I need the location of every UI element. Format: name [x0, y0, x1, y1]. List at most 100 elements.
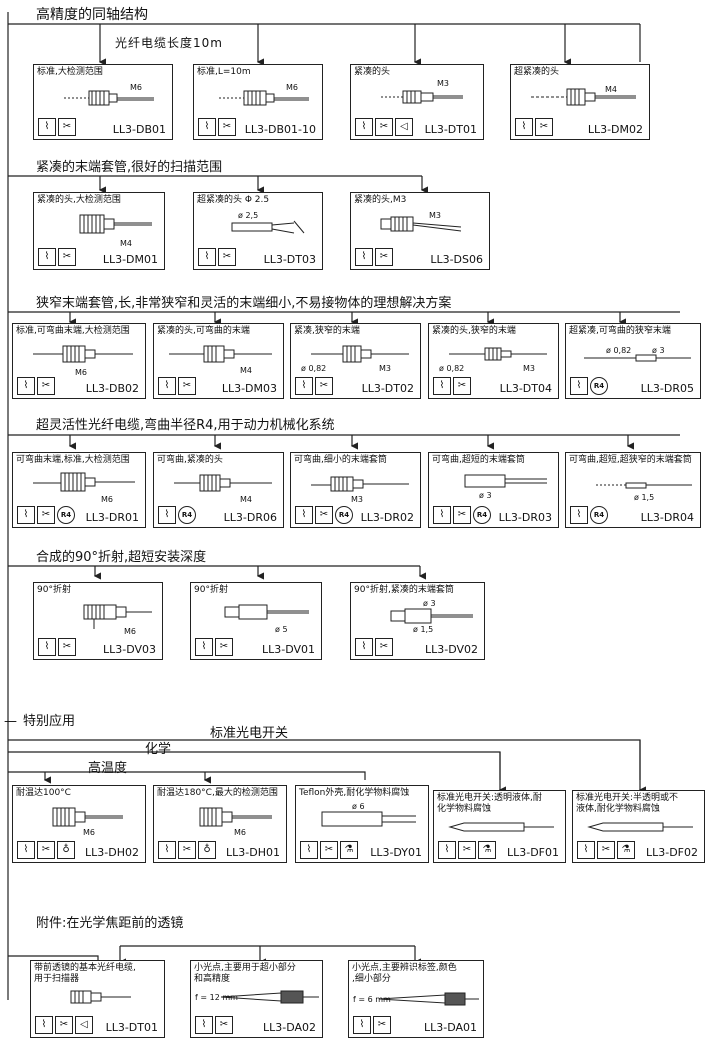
diameter-label: ø 2,5 — [238, 211, 259, 220]
cable-icon: ⌇ — [198, 248, 216, 266]
product-card-LL3-DH02[interactable]: 耐温达100°C M6 ⌇✂♁ LL3-DH02 — [12, 785, 146, 863]
sensor-drawing — [584, 354, 691, 362]
sensor-drawing — [169, 345, 272, 363]
thread-label: M6 — [83, 828, 95, 837]
product-card-LL3-DM03[interactable]: 紧凑的头,可弯曲的末端 M4 ⌇✂ LL3-DM03 — [153, 323, 284, 399]
product-card-LL3-DF01[interactable]: 标准光电开关:透明液体,耐 化学物料腐蚀 ⌇✂⚗ LL3-DF01 — [433, 790, 566, 863]
product-card-LL3-DR02[interactable]: 可弯曲,细小的末端套筒 M3 ⌇✂R4 LL3-DR02 — [290, 452, 421, 528]
product-card-LL3-DA01[interactable]: 小光点,主要辨识标签,颜色 ,细小部分 f = 6 mm ⌇✂ LL3-DA01 — [348, 960, 484, 1038]
product-card-LL3-DT04[interactable]: 紧凑的头,狭窄的末端 ø 0,82 M3 ⌇✂ LL3-DT04 — [428, 323, 559, 399]
bend-radius-r4-icon: R4 — [57, 506, 75, 524]
sensor-drawing — [464, 474, 547, 488]
cable-icon: ⌇ — [577, 841, 595, 859]
bend-radius-r4-icon: R4 — [590, 377, 608, 395]
product-card-LL3-DR03[interactable]: 可弯曲,超短的末端套筒 ø 3 ⌇✂R4 LL3-DR03 — [428, 452, 559, 528]
product-desc: 超紧凑的头 — [514, 67, 560, 77]
product-card-LL3-DR05[interactable]: 超紧凑,可弯曲的狭窄末端 ø 0,82 ø 3 ⌇R4 LL3-DR05 — [565, 323, 701, 399]
scissors-icon: ✂ — [375, 118, 393, 136]
scissors-icon: ✂ — [315, 506, 333, 524]
cable-icon: ⌇ — [438, 841, 456, 859]
product-card-LL3-DB01-10[interactable]: 标准,L=10m M6 ⌇✂ LL3-DB01-10 — [193, 64, 323, 140]
product-card-LL3-DV01[interactable]: 90°折射 ø 5 ⌇✂ LL3-DV01 — [190, 582, 322, 660]
high-temp-label: 高温度 — [88, 761, 128, 776]
thermometer-icon: ♁ — [198, 841, 216, 859]
product-code: LL3-DR03 — [498, 511, 552, 524]
cable-icon: ⌇ — [195, 1016, 213, 1034]
cable-icon: ⌇ — [355, 118, 373, 136]
cable-icon: ⌇ — [158, 841, 176, 859]
product-desc: 可弯曲,紧凑的头 — [157, 455, 223, 465]
sensor-drawing — [220, 990, 319, 1004]
product-card-LL3-DT01[interactable]: 紧凑的头 M3 ⌇✂◁ LL3-DT01 — [350, 64, 484, 140]
sensor-drawing — [448, 822, 554, 832]
product-card-LL3-DV03[interactable]: 90°折射 M6 ⌇✂ LL3-DV03 — [33, 582, 163, 660]
product-card-LL3-DR04[interactable]: 可弯曲,超短,超狭窄的末端套筒 ø 1,5 ⌇R4 LL3-DR04 — [565, 452, 701, 528]
diameter-label: ø 1,5 — [413, 625, 434, 634]
cable-icon: ⌇ — [38, 118, 56, 136]
scissors-icon: ✂ — [37, 377, 55, 395]
product-card-LL3-DF02[interactable]: 标准光电开关:半透明或不 液体,耐化学物料腐蚀 ⌇✂⚗ LL3-DF02 — [572, 790, 705, 863]
sensor-drawing — [311, 476, 409, 492]
thread-label: M6 — [130, 83, 142, 92]
bend-radius-r4-icon: R4 — [473, 506, 491, 524]
cable-icon: ⌇ — [353, 1016, 371, 1034]
product-card-LL3-DV02[interactable]: 90°折射,紧凑的末端套筒 ø 3 ø 1,5 ⌇✂ LL3-DV02 — [350, 582, 485, 660]
diameter-label: ø 3 — [652, 346, 665, 355]
cable-icon: ⌇ — [158, 506, 176, 524]
product-code: LL3-DB01-10 — [244, 123, 316, 136]
product-card-LL3-DR01[interactable]: 可弯曲末端,标准,大检测范围 M6 ⌇✂R4 LL3-DR01 — [12, 452, 146, 528]
product-card-LL3-DR06[interactable]: 可弯曲,紧凑的头 M4 ⌇R4 LL3-DR06 — [153, 452, 284, 528]
cable-icon: ⌇ — [515, 118, 533, 136]
thread-label: M4 — [120, 239, 132, 248]
product-card-LL3-DY01[interactable]: Teflon外壳,耐化学物料腐蚀 ø 6 ⌇✂⚗ LL3-DY01 — [295, 785, 429, 863]
cable-icon: ⌇ — [295, 377, 313, 395]
product-card-LL3-DB01[interactable]: 标准,大检测范围 M6 ⌇✂ LL3-DB01 — [33, 64, 173, 140]
product-code: LL3-DM01 — [102, 253, 158, 266]
product-card-LL3-DH01[interactable]: 耐温达180°C,最大的检测范围 M6 ⌇✂♁ LL3-DH01 — [153, 785, 287, 863]
scissors-icon: ✂ — [375, 248, 393, 266]
product-desc: 紧凑的头,狭窄的末端 — [432, 326, 516, 336]
flask-icon: ⚗ — [478, 841, 496, 859]
product-card-LL3-DS06[interactable]: 紧凑的头,M3 M3 ⌇✂ LL3-DS06 — [350, 192, 490, 270]
scissors-icon: ✂ — [55, 1016, 73, 1034]
cable-icon: ⌇ — [17, 841, 35, 859]
product-card-LL3-DM01[interactable]: 紧凑的头,大检测范围 M4 ⌇✂ LL3-DM01 — [33, 192, 165, 270]
sensor-drawing — [380, 216, 462, 232]
sensor-drawing — [311, 345, 409, 363]
product-code: LL3-DT01 — [105, 1021, 158, 1034]
diameter-label: ø 0,82 — [606, 346, 632, 355]
thread-label: M3 — [379, 364, 391, 373]
product-card-LL3-DA02[interactable]: 小光点,主要用于超小部分 和高精度 f = 12 mm ⌇✂ LL3-DA02 — [190, 960, 323, 1038]
scissors-icon: ✂ — [375, 638, 393, 656]
product-card-LL3-DM02[interactable]: 超紧凑的头 M4 ⌇✂ LL3-DM02 — [510, 64, 650, 140]
chemical-label: 化学 — [145, 742, 172, 757]
scissors-icon: ✂ — [453, 377, 471, 395]
sensor-drawing — [224, 604, 309, 620]
cable-icon: ⌇ — [355, 638, 373, 656]
product-code: LL3-DT03 — [263, 253, 316, 266]
sensor-drawing — [83, 604, 152, 629]
thread-label: M4 — [605, 85, 617, 94]
product-card-LL3-DB02[interactable]: 标准,可弯曲末端,大检测范围 M6 ⌇✂ LL3-DB02 — [12, 323, 146, 399]
product-desc: 90°折射 — [37, 585, 71, 595]
scissors-icon: ✂ — [58, 638, 76, 656]
scissors-icon: ✂ — [218, 248, 236, 266]
product-desc: 带前透镜的基本光纤电缆, 用于扫描器 — [34, 963, 136, 984]
product-code: LL3-DR04 — [640, 511, 694, 524]
product-card-LL3-DT02[interactable]: 紧凑,狭窄的末端 ø 0,82 M3 ⌇✂ LL3-DT02 — [290, 323, 421, 399]
product-card-LL3-DT03[interactable]: 超紧凑的头 Φ 2.5 ø 2,5 ⌇✂ LL3-DT03 — [193, 192, 323, 270]
sensor-drawing — [79, 214, 152, 234]
sensor-drawing — [321, 811, 416, 827]
product-code: LL3-DA02 — [262, 1021, 316, 1034]
scissors-icon: ✂ — [458, 841, 476, 859]
scissors-icon: ✂ — [58, 248, 76, 266]
product-desc: 标准,可弯曲末端,大检测范围 — [16, 326, 130, 336]
thread-label: M6 — [234, 828, 246, 837]
cable-icon: ⌇ — [355, 248, 373, 266]
cable-icon: ⌇ — [38, 248, 56, 266]
product-code: LL3-DH01 — [226, 846, 280, 859]
product-card-LL3-DT01-lens[interactable]: 带前透镜的基本光纤电缆, 用于扫描器 ⌇✂◁ LL3-DT01 — [30, 960, 165, 1038]
standard-switch-label: 标准光电开关 — [210, 726, 289, 741]
focal-length-label: f = 12 mm — [195, 993, 238, 1002]
